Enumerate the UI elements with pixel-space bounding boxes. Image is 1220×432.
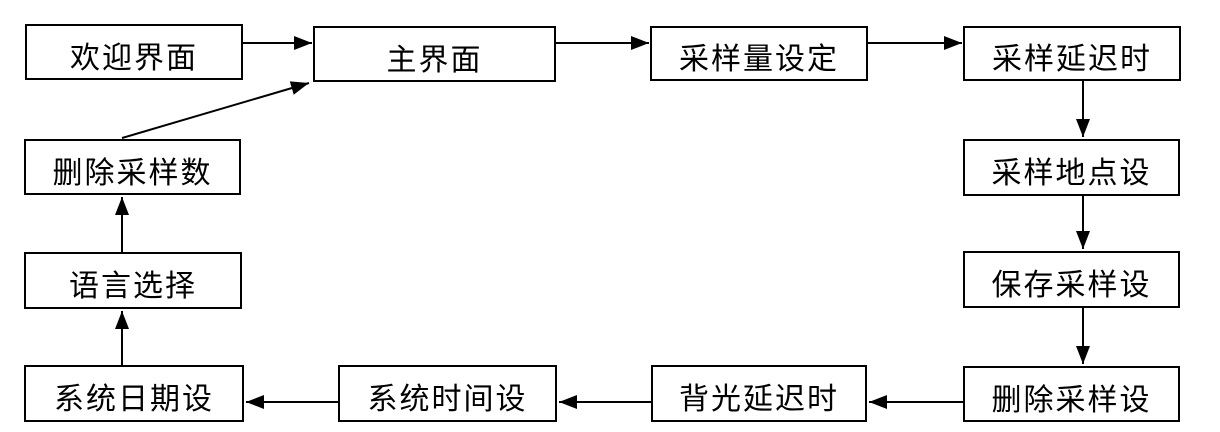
flow-node-label: 采样量设定 bbox=[679, 42, 839, 77]
flow-node-label: 系统日期设 bbox=[54, 382, 214, 417]
flow-node-sample-location-setting: 采样地点设 bbox=[963, 139, 1180, 196]
flow-node-system-time-setting: 系统时间设 bbox=[338, 365, 557, 422]
flow-node-label: 系统时间设 bbox=[367, 382, 528, 417]
flow-node-label: 主界面 bbox=[386, 42, 483, 78]
flow-node-system-date-setting: 系统日期设 bbox=[24, 365, 244, 422]
flow-node-language-selection: 语言选择 bbox=[24, 252, 242, 309]
flow-node-delete-sample-data: 删除采样数 bbox=[24, 139, 241, 195]
flow-node-label: 采样地点设 bbox=[991, 156, 1152, 191]
flow-node-sample-volume-setting: 采样量设定 bbox=[650, 26, 868, 81]
flow-node-label: 语言选择 bbox=[69, 269, 197, 304]
arrow-delete-sample-data-to-main bbox=[121, 81, 310, 139]
flow-node-label: 采样延迟时 bbox=[992, 42, 1152, 77]
flow-node-save-sample-setting: 保存采样设 bbox=[963, 251, 1180, 308]
flow-node-label: 删除采样设 bbox=[991, 382, 1152, 418]
flow-node-label: 保存采样设 bbox=[991, 268, 1152, 303]
flow-node-backlight-delay-time: 背光延迟时 bbox=[651, 365, 867, 422]
flow-node-delete-sample-setting: 删除采样设 bbox=[963, 366, 1180, 422]
flow-node-main-screen: 主界面 bbox=[313, 26, 556, 82]
flow-node-sample-delay-time: 采样延迟时 bbox=[963, 26, 1181, 81]
flow-node-label: 背光延迟时 bbox=[679, 382, 839, 417]
flow-node-welcome-screen: 欢迎界面 bbox=[25, 24, 243, 80]
flow-node-label: 删除采样数 bbox=[52, 155, 213, 191]
flow-node-label: 欢迎界面 bbox=[70, 40, 198, 76]
